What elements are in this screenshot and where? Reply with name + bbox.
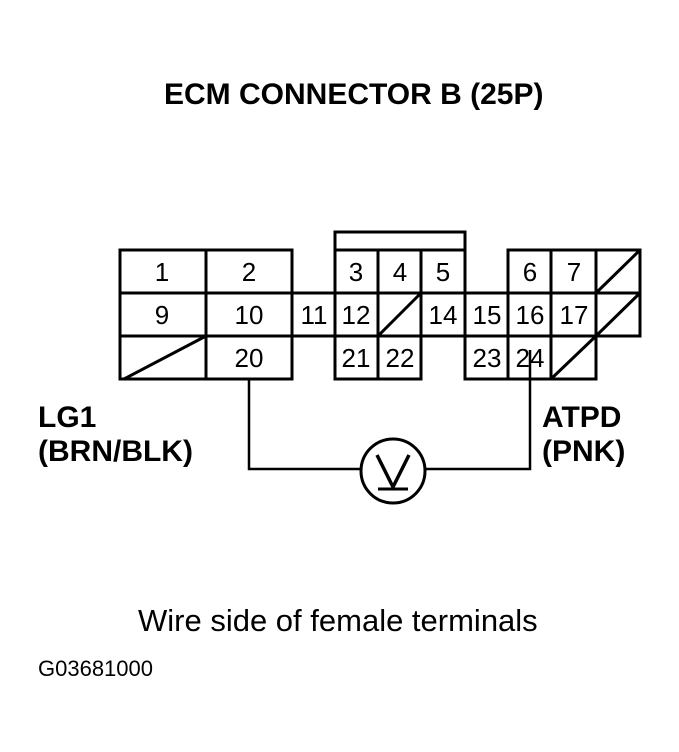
terminal-22: 22 [386,343,415,373]
terminal-2: 2 [242,257,256,287]
figure-id: G03681000 [38,656,153,681]
view-caption: Wire side of female terminals [138,603,538,638]
left-wire-color: (BRN/BLK) [38,435,193,468]
left-wire-name: LG1 [38,401,96,434]
right-wire-name: ATPD [542,401,621,434]
terminal-17: 17 [560,300,589,330]
terminal-4: 4 [393,257,407,287]
left-test-lead [247,379,361,471]
terminal-21: 21 [342,343,371,373]
terminal-12: 12 [342,300,371,330]
terminal-9: 9 [155,300,169,330]
right-test-lead [425,350,532,471]
terminal-20: 20 [235,343,264,373]
terminal-14: 14 [429,300,458,330]
terminal-1: 1 [155,257,169,287]
terminal-10: 10 [235,300,264,330]
diagram-title: ECM CONNECTOR B (25P) [164,78,543,111]
terminal-5: 5 [436,257,450,287]
test-leads [247,350,532,471]
terminal-23: 23 [473,343,502,373]
terminal-11: 11 [301,300,328,330]
voltmeter-icon [359,437,427,505]
terminal-16: 16 [516,300,545,330]
right-wire-color: (PNK) [542,435,625,468]
terminal-numbers: 1 2 3 4 5 6 7 9 10 11 12 14 15 16 17 20 … [155,257,589,373]
terminal-7: 7 [567,257,581,287]
terminal-3: 3 [349,257,363,287]
terminal-15: 15 [473,300,502,330]
connector-body [118,230,642,381]
terminal-6: 6 [523,257,537,287]
